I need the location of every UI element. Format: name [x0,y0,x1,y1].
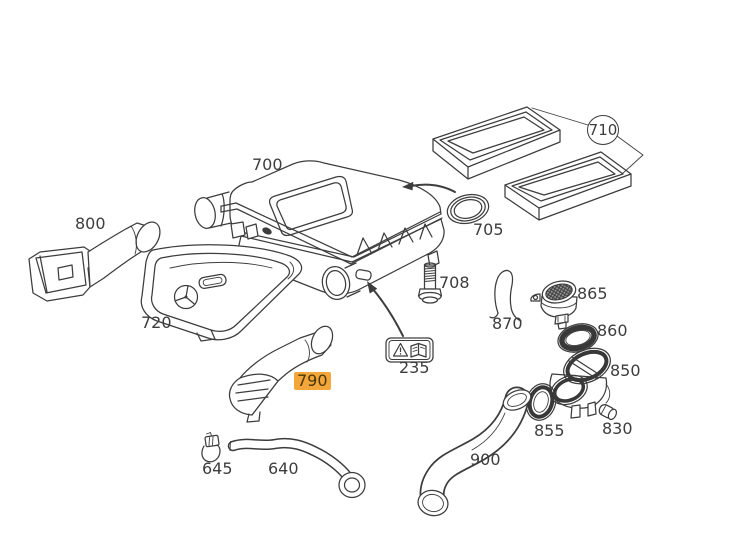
callout-865[interactable]: 865 [577,284,608,303]
part-engine-cover-720 [140,244,303,342]
arrow-235-to-housing [367,281,404,337]
callout-708[interactable]: 708 [439,273,470,292]
part-air-filter-housing-700 [194,160,445,301]
part-plug-830 [598,404,618,421]
part-intake-elbow-850 [549,347,611,419]
callout-900[interactable]: 900 [470,450,501,469]
callout-860[interactable]: 860 [597,321,628,340]
part-retaining-clip-870 [489,269,522,322]
part-intake-duct-800 [28,221,161,302]
open-book-icon [410,342,427,358]
callout-710[interactable]: 710 [587,115,619,145]
part-air-hose-900 [417,386,532,517]
part-vent-hose-640 [227,437,366,499]
arrow-705-to-housing [402,181,456,193]
callout-720[interactable]: 720 [141,313,172,332]
part-maf-sensor-865 [530,280,578,330]
callout-640[interactable]: 640 [268,459,299,478]
callout-705[interactable]: 705 [473,220,504,239]
callout-645[interactable]: 645 [202,459,233,478]
callout-870[interactable]: 870 [492,314,523,333]
callout-800[interactable]: 800 [75,214,106,233]
callout-790[interactable]: 790 [294,372,331,390]
part-warning-label-235 [385,337,434,363]
callout-830[interactable]: 830 [602,419,633,438]
part-hose-clamp-645 [201,432,221,463]
callout-235[interactable]: 235 [399,358,430,377]
callout-700[interactable]: 700 [252,155,283,174]
warning-triangle-icon [392,342,409,357]
part-air-filter-elements-710 [432,106,644,221]
part-bolt-708 [417,262,443,304]
part-intake-duct-790 [228,325,334,423]
callout-850[interactable]: 850 [610,361,641,380]
part-seal-ring-705 [446,193,490,225]
leader-line-710 [531,107,644,175]
callout-855[interactable]: 855 [534,421,565,440]
